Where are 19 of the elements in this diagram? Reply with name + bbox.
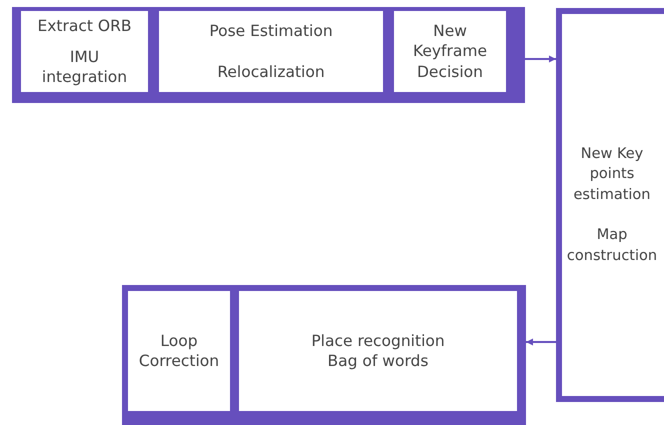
process-box bbox=[239, 291, 517, 411]
arrow bbox=[525, 56, 556, 62]
container-box bbox=[122, 285, 526, 425]
process-box bbox=[21, 11, 148, 92]
box-label: Loop Correction bbox=[138, 330, 220, 372]
arrow bbox=[526, 338, 556, 346]
box-label: Map construction bbox=[566, 226, 658, 266]
box-label: New Key points estimation bbox=[572, 145, 652, 205]
process-box bbox=[128, 291, 230, 411]
box-label: Pose Estimation bbox=[208, 21, 334, 42]
box-label: Relocalization bbox=[216, 62, 326, 82]
box-label: IMU integration bbox=[40, 46, 128, 87]
container-box bbox=[12, 7, 525, 103]
box-label: Place recognition Bag of words bbox=[310, 330, 446, 372]
box-label: New Keyframe Decision bbox=[412, 21, 488, 82]
process-box bbox=[556, 8, 664, 402]
process-box bbox=[394, 11, 506, 92]
process-box bbox=[159, 11, 383, 92]
box-label: Extract ORB bbox=[36, 16, 133, 36]
